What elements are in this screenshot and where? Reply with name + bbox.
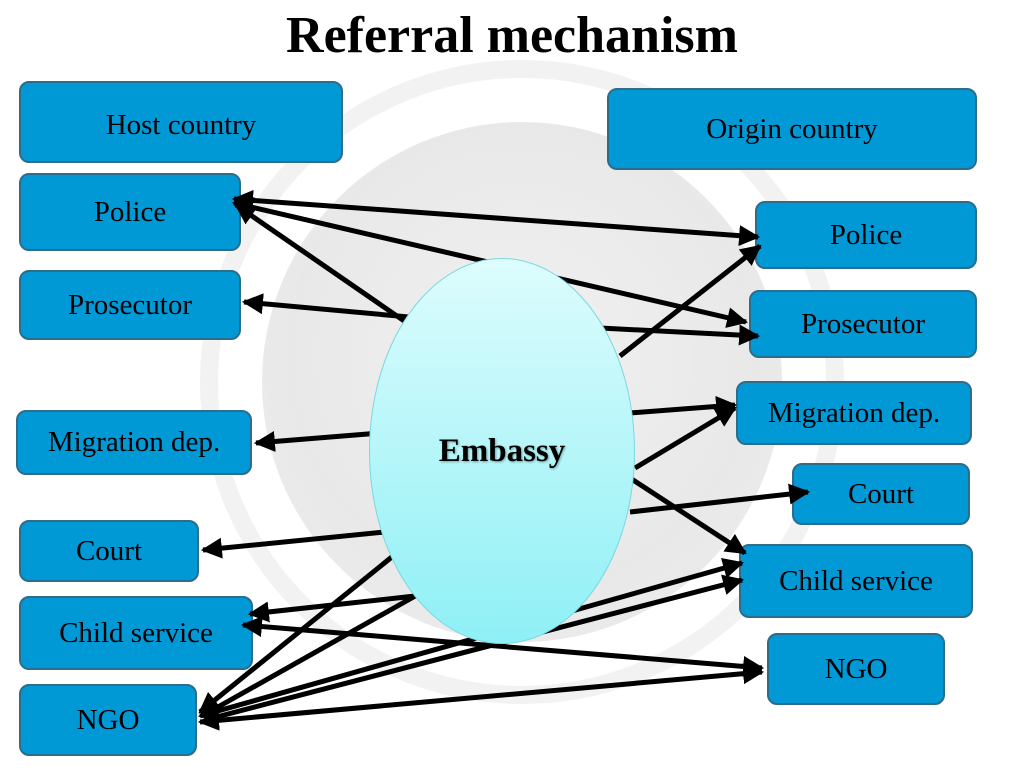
arrow-embassy-host-ngo-2 xyxy=(200,579,442,719)
origin-ngo-box: NGO xyxy=(767,633,945,705)
origin-prosecutor-label: Prosecutor xyxy=(800,307,926,340)
arrow-embassy-origin-child-service xyxy=(628,475,747,556)
arrow-embassy-origin-police xyxy=(618,244,762,358)
origin-court-label: Court xyxy=(847,477,915,510)
arrow-embassy-origin-prosecutor xyxy=(599,324,761,346)
embassy-label: Embassy xyxy=(438,432,566,469)
origin-police-box: Police xyxy=(755,201,977,269)
origin-child-service-label: Child service xyxy=(779,564,933,597)
arrow-embassy-host-police xyxy=(234,202,412,328)
origin-police-label: Police xyxy=(829,218,903,251)
host-child-service-label: Child service xyxy=(59,616,213,649)
arrow-embassy-host-court xyxy=(200,529,386,559)
host-prosecutor-box: Prosecutor xyxy=(19,270,241,340)
host-court-box: Court xyxy=(19,520,199,582)
host-court-label: Court xyxy=(75,534,143,567)
host-prosecutor-label: Prosecutor xyxy=(67,288,193,321)
host-police-box: Police xyxy=(19,173,241,251)
host-country-header-label: Host country xyxy=(105,109,257,141)
arrow-embassy-origin-migration xyxy=(629,395,738,417)
origin-court-box: Court xyxy=(792,463,970,525)
host-migration-label: Migration dep. xyxy=(47,426,221,458)
embassy-node: Embassy xyxy=(369,258,635,644)
arrow-embassy-origin-court xyxy=(629,483,811,515)
arrow-embassy-origin-migration-2 xyxy=(633,405,737,471)
host-ngo-label: NGO xyxy=(76,703,140,736)
page-title: Referral mechanism xyxy=(286,7,738,64)
origin-child-service-box: Child service xyxy=(739,544,973,618)
origin-migration-box: Migration dep. xyxy=(736,381,972,445)
host-country-header: Host country xyxy=(19,81,343,163)
arrow-embassy-host-ngo-1 xyxy=(198,550,400,714)
host-police-label: Police xyxy=(93,195,167,228)
origin-country-header: Origin country xyxy=(607,88,977,170)
host-ngo-box: NGO xyxy=(19,684,197,756)
origin-migration-label: Migration dep. xyxy=(767,396,941,429)
arrow-embassy-host-prosecutor xyxy=(241,293,421,321)
arrow-host-ngo-origin-ngo xyxy=(197,663,765,731)
host-migration-box: Migration dep. xyxy=(16,410,252,475)
origin-prosecutor-box: Prosecutor xyxy=(749,290,977,358)
arrow-embassy-host-migration xyxy=(253,430,381,452)
origin-country-header-label: Origin country xyxy=(706,112,878,145)
arrow-host-police-origin-police xyxy=(231,189,761,247)
origin-ngo-label: NGO xyxy=(824,652,888,685)
